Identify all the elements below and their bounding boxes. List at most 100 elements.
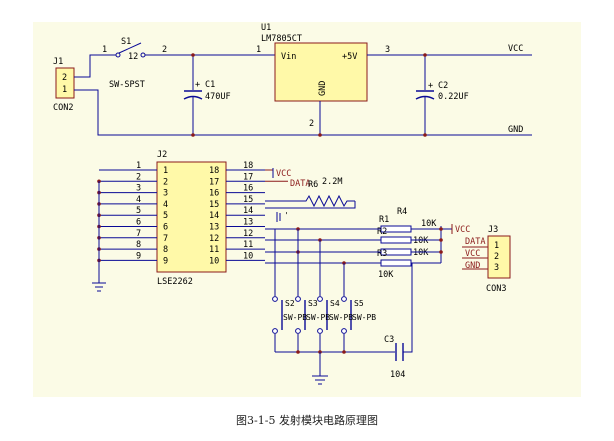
r4-ref: R4 [397, 207, 407, 217]
s1-contact-b [140, 52, 146, 58]
u1-out: +5V [342, 52, 357, 62]
encoder-left-pin-outer: 6 [136, 218, 141, 228]
c2-plate-bottom [415, 95, 435, 100]
encoder-left-pin-outer: 7 [136, 229, 141, 239]
encoder-right-pin-outer: 12 [243, 229, 253, 239]
s2-ref: S2 [285, 299, 295, 308]
s1-value: SW-SPST [109, 80, 145, 90]
s1-ref: S1 [121, 37, 131, 47]
junction [423, 53, 427, 57]
c1-plus: + [195, 80, 200, 90]
c3-return-wire [403, 263, 413, 353]
j3-data: DATA [465, 237, 485, 247]
encoder-left-pin-outer: 1 [136, 161, 141, 171]
j1-ref: J1 [53, 57, 63, 67]
j1-pin2-wire [74, 54, 100, 78]
s2-value: SW-PB [283, 313, 307, 322]
vcc-net-label: VCC [508, 44, 523, 54]
s1-contact-a [115, 52, 121, 58]
c3-value: 104 [390, 370, 405, 380]
encoder-left-pin-inner: 4 [163, 200, 168, 210]
s3-ref: S3 [308, 299, 318, 308]
encoder-right-pin-inner: 11 [209, 245, 219, 255]
rnet-vcc: VCC [455, 225, 470, 235]
j1-pin2: 2 [62, 73, 67, 83]
j2-ref: J2 [157, 150, 167, 160]
s4-value: SW-PB [329, 313, 353, 322]
s1-pin2-label: 2 [162, 45, 167, 55]
pin14-mark: ' [284, 211, 289, 220]
junction [439, 250, 443, 254]
c3-ref: C3 [384, 335, 394, 345]
encoder-right-pin-outer: 16 [243, 184, 253, 194]
junction [191, 133, 195, 137]
j3-gnd: GND [465, 261, 480, 271]
encoder-left-pin-inner: 7 [163, 234, 168, 244]
c2-plus: + [428, 81, 433, 91]
gnd-net-label: GND [508, 125, 523, 135]
r6-return [265, 201, 356, 209]
gnd-rail [74, 89, 532, 136]
r3-ref: R3 [377, 249, 387, 259]
r4-value: 10K [378, 270, 394, 280]
u1-pin2: 2 [309, 119, 314, 129]
encoder-right-pin-inner: 15 [209, 200, 219, 210]
encoder-left-pin-inner: 2 [163, 177, 168, 187]
encoder-left-pin-outer: 3 [136, 184, 141, 194]
c2-value: 0.22UF [438, 92, 469, 102]
encoder-left-pin-inner: 8 [163, 245, 168, 255]
s3-value: SW-PB [306, 313, 330, 322]
junction [439, 238, 443, 242]
j3-connector [487, 235, 511, 279]
junction [318, 133, 322, 137]
j1-pin1: 1 [62, 85, 67, 95]
encoder-right-pin-inner: 12 [209, 234, 219, 244]
c1-plate-bottom [183, 95, 203, 100]
u1-pin3: 3 [385, 45, 390, 55]
encoder-left-pin-inner: 5 [163, 211, 168, 221]
u1-value: LM7805CT [261, 34, 302, 44]
encoder-right-pin-inner: 16 [209, 189, 219, 199]
u1-regulator [274, 42, 368, 102]
j1-value: CON2 [53, 103, 73, 113]
pushbutton-s5 [341, 263, 352, 352]
encoder-right-pin-outer: 14 [243, 206, 253, 216]
c1-ref: C1 [205, 80, 215, 90]
encoder-left-pin-inner: 3 [163, 189, 168, 199]
r6-resistor [265, 194, 355, 208]
s1-pin1-label: 1 [102, 45, 107, 55]
encoder-left-pin-outer: 8 [136, 240, 141, 250]
j2-encoder-ic [156, 161, 227, 273]
pushbutton-s4 [317, 240, 328, 352]
encoder-right-pin-outer: 13 [243, 218, 253, 228]
junction [191, 53, 195, 57]
encoder-left-pin-inner: 1 [163, 166, 168, 176]
junction [423, 133, 427, 137]
r1-ref: R1 [379, 215, 389, 225]
s1-blade [118, 42, 142, 54]
encoder-left-pin-inner: 9 [163, 256, 168, 266]
j3-pin1: 1 [494, 241, 499, 251]
encoder-left-pin-outer: 4 [136, 195, 141, 205]
r2-ref: R2 [377, 227, 387, 237]
r1-value: 10K [421, 219, 437, 229]
u1-pin1: 1 [256, 45, 261, 55]
u1-gnd: GND [318, 81, 328, 96]
encoder-right-pin-outer: 11 [243, 240, 253, 250]
s5-value: SW-PB [352, 313, 376, 322]
j3-pin2: 2 [494, 252, 499, 262]
figure-caption: 图3-1-5 发射模块电路原理图 [236, 414, 378, 427]
encoder-right-pin-inner: 10 [209, 256, 219, 266]
encoder-right-pin-outer: 15 [243, 195, 253, 205]
r6-value: 2.2M [322, 177, 342, 187]
encoder-left-pin-inner: 6 [163, 223, 168, 233]
encoder-right-pin-outer: 10 [243, 251, 253, 261]
junction [342, 350, 346, 354]
junction [439, 227, 443, 231]
r4-resistor [380, 259, 412, 267]
r3-value: 10K [413, 248, 429, 258]
j2-value: LSE2262 [157, 277, 193, 287]
encoder-right-pin-outer: 17 [243, 172, 253, 182]
pin17-data: DATA [290, 179, 310, 189]
